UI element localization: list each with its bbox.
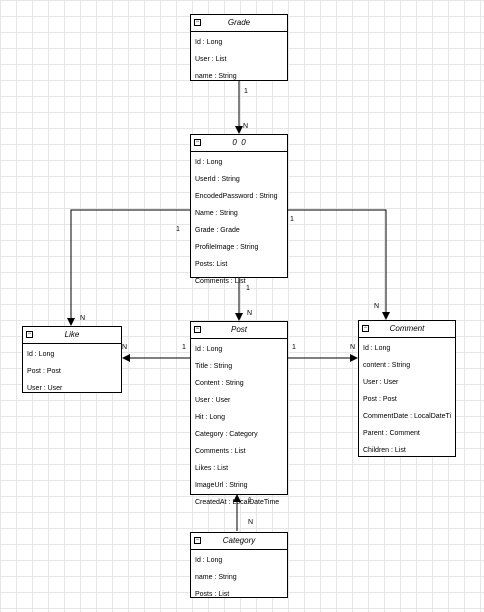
multiplicity-user-comment-to: N (374, 303, 380, 310)
entity-field: Id : Long (363, 345, 391, 352)
entity-like-title: Like (64, 330, 80, 339)
entity-post[interactable]: − Post Id : Long Title : String Content … (190, 321, 288, 506)
entity-field: User : List (195, 56, 227, 63)
edge-user-comment (288, 209, 390, 320)
entity-field: UserId : String (195, 176, 240, 183)
entity-grade[interactable]: − Grade Id : Long User : List name : Str… (190, 14, 288, 81)
entity-field: CreatedAt : LocalDateTime (195, 499, 280, 506)
multiplicity-user-post-from: 1 (246, 285, 250, 292)
edge-user-like (67, 209, 190, 326)
entity-field: Comments : List (195, 278, 246, 285)
multiplicity-post-like-to: N (122, 344, 128, 351)
multiplicity-post-comment-from: 1 (292, 344, 296, 351)
entity-field: Posts : List (195, 591, 230, 598)
entity-field: name : String (195, 73, 237, 80)
entity-field: content : String (363, 362, 411, 369)
entity-grade-header: − Grade (191, 15, 287, 32)
entity-category-title: Category (222, 536, 256, 545)
entity-field: Post : Post (363, 396, 397, 403)
entity-like-header: − Like (23, 327, 121, 344)
multiplicity-user-comment-from: 1 (290, 216, 294, 223)
entity-field: Grade : Grade (195, 227, 240, 234)
entity-field: User : User (27, 385, 63, 392)
minus-box-icon[interactable]: − (194, 537, 201, 544)
entity-field: Id : Long (195, 346, 223, 353)
entity-post-title: Post (230, 325, 247, 334)
entity-user[interactable]: − 0 0 Id : Long UserId : String EncodedP… (190, 134, 288, 285)
entity-field: CommentDate : LocalDateTi (363, 413, 452, 420)
minus-box-icon[interactable]: − (362, 325, 369, 332)
entity-comment-title: Comment (389, 324, 425, 333)
entity-user-header: − 0 0 (191, 135, 287, 152)
minus-box-icon[interactable]: − (194, 326, 201, 333)
entity-field: Name : String (195, 210, 238, 217)
entity-field: Id : Long (27, 351, 55, 358)
entity-field: Content : String (195, 380, 244, 387)
entity-field: Hit : Long (195, 414, 225, 421)
entity-field: ProfileImage : String (195, 244, 259, 251)
minus-box-icon[interactable]: − (26, 331, 33, 338)
entity-user-title: 0 0 (232, 138, 246, 147)
entity-comment-header: − Comment (359, 321, 455, 338)
entity-field: Id : Long (195, 159, 223, 166)
entity-category[interactable]: − Category Id : Long name : String Posts… (190, 532, 288, 598)
entity-field: Title : String (195, 363, 233, 370)
multiplicity-grade-user-from: 1 (244, 88, 248, 95)
entity-category-header: − Category (191, 533, 287, 550)
entity-field: ImageUrl : String (195, 482, 248, 489)
entity-field: Parent : Comment (363, 430, 420, 437)
entity-field: Children : List (363, 447, 406, 454)
entity-field: name : String (195, 574, 237, 581)
entity-post-header: − Post (191, 322, 287, 339)
entity-field: User : User (363, 379, 399, 386)
multiplicity-post-comment-to: N (350, 344, 356, 351)
minus-box-icon[interactable]: − (194, 139, 201, 146)
multiplicity-grade-user-to: N (243, 123, 249, 130)
entity-field: Category : Category (195, 431, 258, 438)
multiplicity-user-post-to: N (247, 310, 253, 317)
multiplicity-category-post-from: 1 (248, 497, 252, 504)
entity-grade-title: Grade (227, 18, 251, 27)
multiplicity-category-post-to: N (248, 519, 254, 526)
multiplicity-post-like-from: 1 (182, 344, 186, 351)
entity-field: Id : Long (195, 557, 223, 564)
entity-field: Id : Long (195, 39, 223, 46)
entity-field: Likes : List (195, 465, 229, 472)
multiplicity-user-like-to: N (80, 315, 86, 322)
entity-field: EncodedPassword : String (195, 193, 278, 200)
entity-field: User : User (195, 397, 231, 404)
entity-field: Post : Post (27, 368, 61, 375)
minus-box-icon[interactable]: − (194, 19, 201, 26)
multiplicity-user-like-from: 1 (176, 226, 180, 233)
entity-field: Comments : List (195, 448, 246, 455)
entity-like[interactable]: − Like Id : Long Post : Post User : User (22, 326, 122, 393)
entity-field: Posts: List (195, 261, 228, 268)
entity-comment[interactable]: − Comment Id : Long content : String Use… (358, 320, 456, 457)
